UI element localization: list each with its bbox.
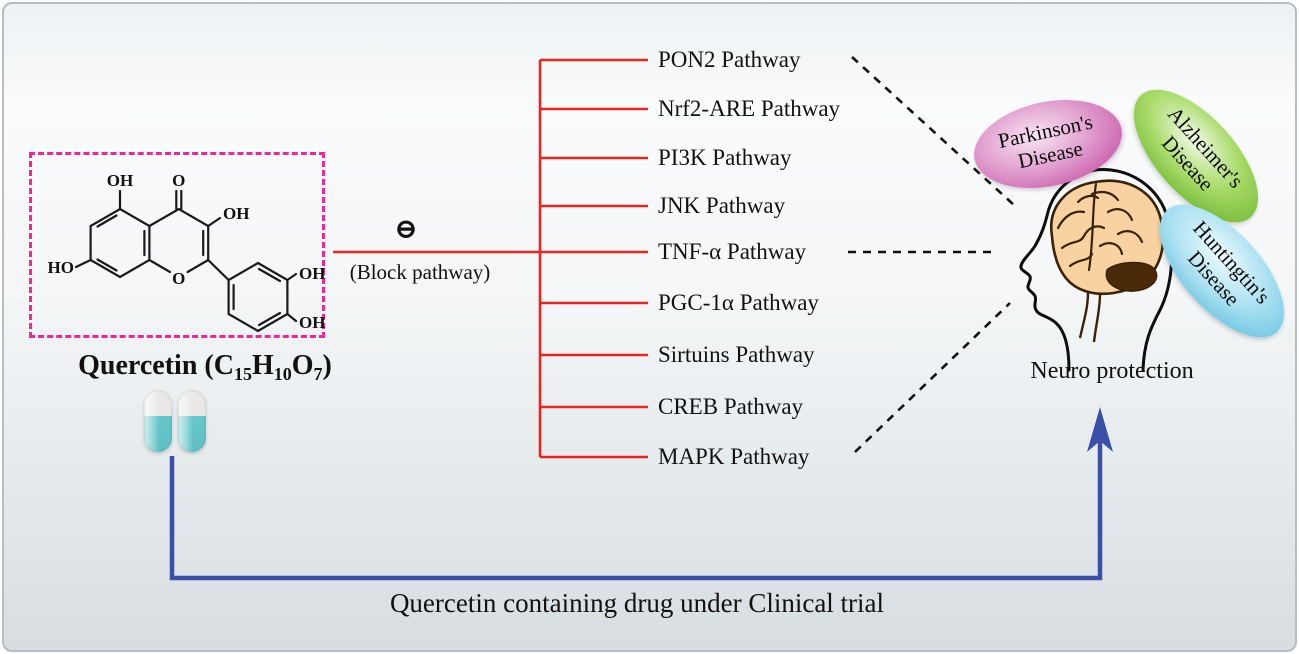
neuro-protection-label: Neuro protection [1030,358,1194,384]
molecule-formula: (C15H10O7) [204,350,332,384]
pathway-bracket [333,58,648,459]
brain-stem [1078,291,1102,343]
capsule-icon [144,390,172,452]
atom-label-oh3p: OH [299,264,325,283]
pathway-label-mapk: MAPK Pathway [658,444,810,469]
molecule-name: Quercetin [78,350,198,381]
dashed-link-top [851,56,1015,206]
quercetin-structure: OH O OH HO O OH OH [48,171,325,333]
dashed-link-bottom [854,302,1011,453]
clinical-trial-arrow [169,407,1113,581]
atom-label-o4: O [172,171,185,190]
pathway-label-creb: CREB Pathway [658,394,804,419]
atom-label-oh3: OH [223,204,249,223]
atom-label-oh4p: OH [299,313,325,332]
arrowhead-up-icon [1087,407,1113,452]
molecule-box: OH O OH HO O OH OH [29,152,325,338]
clinical-trial-label: Quercetin containing drug under Clinical… [389,588,885,618]
brain-illustration [1019,167,1174,372]
pathway-label-nrf2-are: Nrf2-ARE Pathway [658,96,841,121]
disease-label: Parkinson's Disease [995,110,1095,174]
pathway-label-pon2: PON2 Pathway [658,47,801,72]
molecule-title: Quercetin(C15H10O7) [40,350,370,384]
atom-label-ho7: HO [48,258,74,277]
pathway-label-tnf-a: TNF-α Pathway [658,239,807,264]
capsule-icon [178,390,206,452]
pathway-label-sirtuins: Sirtuins Pathway [658,342,815,367]
block-minus-icon: ⊖ [394,214,418,245]
atom-label-o1: O [172,269,185,288]
pathway-label-jnk: JNK Pathway [658,193,786,218]
cerebellum [1105,261,1158,292]
brain-gyri [1056,182,1144,272]
pathway-label-pi3k: PI3K Pathway [658,145,792,170]
pathway-label-pgc-1a: PGC-1α Pathway [658,290,819,315]
block-pathway-label: (Block pathway) [349,260,491,284]
atom-label-oh5: OH [107,171,133,190]
